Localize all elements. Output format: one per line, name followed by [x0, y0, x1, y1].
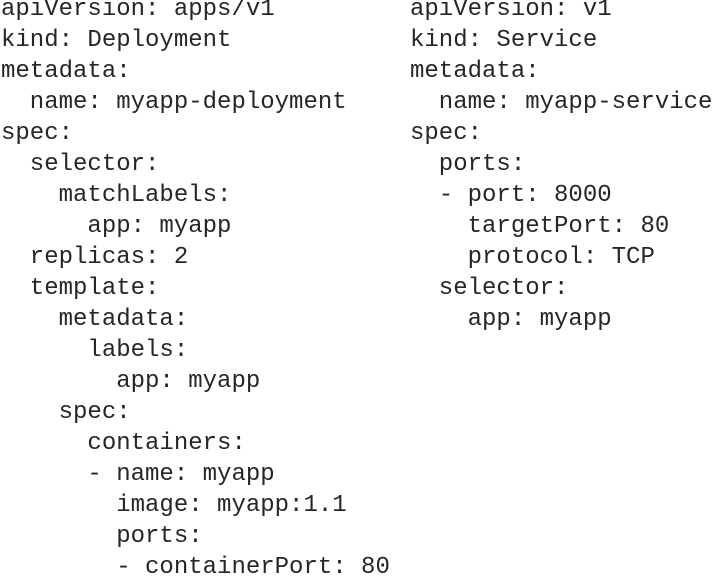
deployment-yaml-code: apiVersion: apps/v1 kind: Deployment met… — [1, 0, 390, 578]
service-yaml-code: apiVersion: v1 kind: Service metadata: n… — [410, 0, 713, 333]
